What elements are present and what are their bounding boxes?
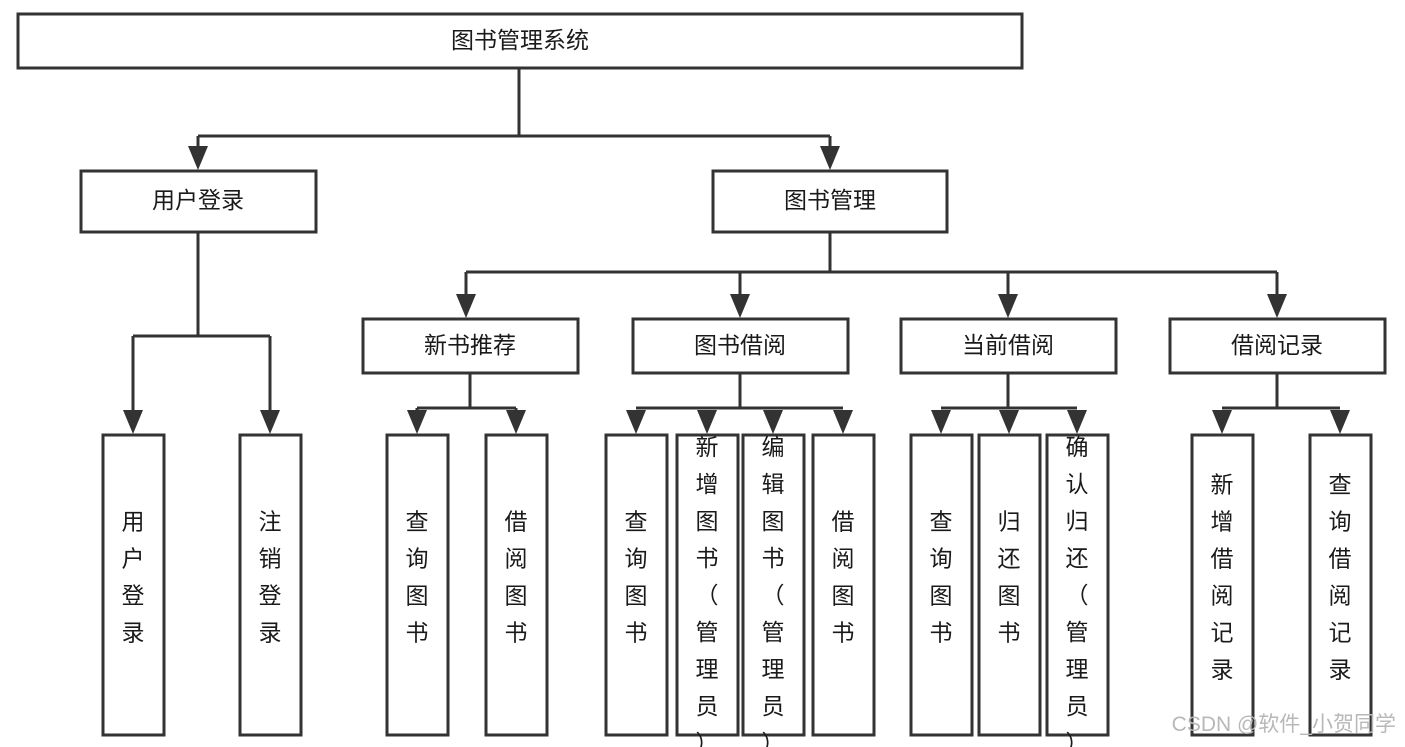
- node-leaf-edit-book-admin-box[interactable]: [741, 433, 806, 737]
- node-root-box[interactable]: [16, 12, 1024, 70]
- arrow-book-borrow-leaf-3: [763, 410, 783, 434]
- node-leaf-return-book[interactable]: 归还图书: [977, 433, 1042, 737]
- node-leaf-query-book-1[interactable]: 查询图书: [385, 433, 450, 737]
- node-root[interactable]: 图书管理系统: [16, 12, 1024, 70]
- node-leaf-add-borrow-record[interactable]: 新增借阅记录: [1190, 433, 1255, 737]
- node-leaf-add-borrow-record-label: 新增借阅记录: [1211, 472, 1234, 683]
- arrow-book-manage-to-current-borrow: [998, 294, 1018, 318]
- node-leaf-return-book-box[interactable]: [977, 433, 1042, 737]
- node-leaf-borrow-book-2-box[interactable]: [811, 433, 876, 737]
- node-leaf-add-book-admin-label: 新增图书（管理员）: [696, 434, 719, 747]
- node-user-login-label: 用户登录: [152, 187, 244, 213]
- node-leaf-return-book-label: 归还图书: [998, 509, 1021, 646]
- arrow-book-borrow-leaf-2: [697, 410, 717, 434]
- node-leaf-borrow-book-1-label: 借阅图书: [505, 509, 528, 646]
- node-book-manage-box[interactable]: [711, 169, 949, 234]
- node-leaf-query-book-3[interactable]: 查询图书: [909, 433, 974, 737]
- arrow-user-login-leaf-2: [260, 410, 280, 434]
- node-leaf-query-book-3-label: 查询图书: [930, 509, 953, 646]
- arrow-borrow-record-leaf-1: [1212, 410, 1232, 434]
- node-book-borrow-label: 图书借阅: [694, 332, 786, 358]
- node-user-login-box[interactable]: [79, 169, 318, 234]
- node-leaf-user-login-label: 用户登录: [122, 509, 145, 646]
- node-user-login[interactable]: 用户登录: [79, 169, 318, 234]
- arrow-root-to-book-manage: [820, 146, 840, 170]
- node-leaf-query-book-3-box[interactable]: [909, 433, 974, 737]
- node-leaf-confirm-return-admin-box[interactable]: [1045, 433, 1110, 737]
- node-leaf-logout-login-box[interactable]: [238, 433, 303, 737]
- csdn-watermark: CSDN @软件_小贺同学: [1172, 713, 1396, 736]
- node-leaf-confirm-return-admin[interactable]: 确认归还（管理员）: [1045, 433, 1110, 747]
- connector-layer: [123, 68, 1350, 434]
- arrow-new-book-recommend-leaf-1: [407, 410, 427, 434]
- node-leaf-borrow-book-2-label: 借阅图书: [832, 509, 855, 646]
- node-current-borrow-box[interactable]: [899, 317, 1118, 375]
- node-leaf-query-borrow-record-label: 查询借阅记录: [1329, 472, 1352, 683]
- arrow-root-to-user-login: [188, 146, 208, 170]
- arrow-book-manage-to-borrow-record: [1267, 294, 1287, 318]
- node-leaf-logout-login-label: 注销登录: [259, 509, 282, 646]
- node-leaf-borrow-book-1[interactable]: 借阅图书: [484, 433, 549, 737]
- node-leaf-query-book-1-box[interactable]: [385, 433, 450, 737]
- arrow-book-manage-to-book-borrow: [730, 294, 750, 318]
- arrow-book-manage-to-new-book-recommend: [456, 294, 476, 318]
- node-borrow-record-box[interactable]: [1168, 317, 1387, 375]
- node-new-book-recommend[interactable]: 新书推荐: [361, 317, 580, 375]
- arrow-new-book-recommend-leaf-2: [506, 410, 526, 434]
- arrow-current-borrow-leaf-1: [931, 410, 951, 434]
- node-book-manage-label: 图书管理: [784, 187, 876, 213]
- node-leaf-query-book-1-label: 查询图书: [406, 509, 429, 646]
- node-new-book-recommend-box[interactable]: [361, 317, 580, 375]
- node-leaf-query-book-2-box[interactable]: [604, 433, 669, 737]
- node-leaf-query-book-2[interactable]: 查询图书: [604, 433, 669, 737]
- node-leaf-add-book-admin-box[interactable]: [675, 433, 740, 737]
- arrow-current-borrow-leaf-3: [1067, 410, 1087, 434]
- node-leaf-borrow-book-1-box[interactable]: [484, 433, 549, 737]
- node-leaf-edit-book-admin[interactable]: 编辑图书（管理员）: [741, 433, 806, 747]
- node-borrow-record-label: 借阅记录: [1231, 332, 1323, 358]
- arrow-user-login-leaf-1: [123, 410, 143, 434]
- node-leaf-add-book-admin[interactable]: 新增图书（管理员）: [675, 433, 740, 747]
- arrow-current-borrow-leaf-2: [999, 410, 1019, 434]
- node-leaf-borrow-book-2[interactable]: 借阅图书: [811, 433, 876, 737]
- node-borrow-record[interactable]: 借阅记录: [1168, 317, 1387, 375]
- node-leaf-query-book-2-label: 查询图书: [625, 509, 648, 646]
- node-book-borrow-box[interactable]: [631, 317, 850, 375]
- node-leaf-user-login[interactable]: 用户登录: [101, 433, 166, 737]
- node-leaf-logout-login[interactable]: 注销登录: [238, 433, 303, 737]
- node-leaf-edit-book-admin-label: 编辑图书（管理员）: [762, 434, 785, 747]
- node-leaf-query-borrow-record-box[interactable]: [1308, 433, 1373, 737]
- node-leaf-query-borrow-record[interactable]: 查询借阅记录: [1308, 433, 1373, 737]
- arrow-book-borrow-leaf-4: [833, 410, 853, 434]
- node-leaf-confirm-return-admin-label: 确认归还（管理员）: [1066, 434, 1089, 747]
- arrow-book-borrow-leaf-1: [626, 410, 646, 434]
- node-book-manage[interactable]: 图书管理: [711, 169, 949, 234]
- node-root-label: 图书管理系统: [451, 27, 589, 53]
- node-current-borrow[interactable]: 当前借阅: [899, 317, 1118, 375]
- node-current-borrow-label: 当前借阅: [962, 332, 1054, 358]
- node-new-book-recommend-label: 新书推荐: [424, 332, 516, 358]
- node-book-borrow[interactable]: 图书借阅: [631, 317, 850, 375]
- arrow-borrow-record-leaf-2: [1330, 410, 1350, 434]
- node-leaf-add-borrow-record-box[interactable]: [1190, 433, 1255, 737]
- node-leaf-user-login-box[interactable]: [101, 433, 166, 737]
